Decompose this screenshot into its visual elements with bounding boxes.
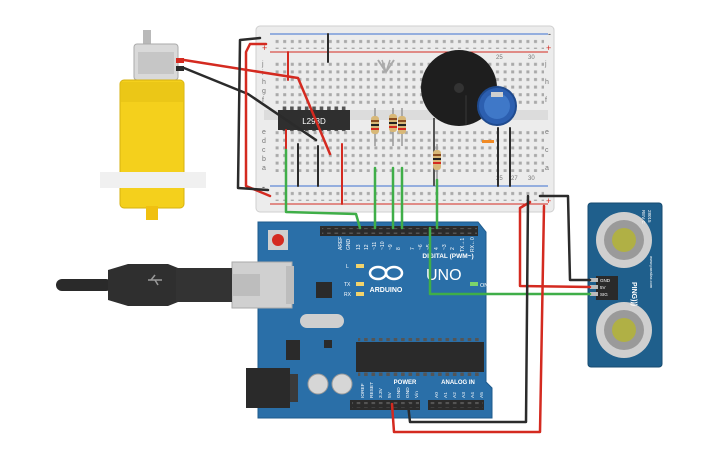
arduino-logo-text: ARDUINO xyxy=(370,287,403,294)
row-letter: a xyxy=(262,165,266,172)
row-letter: g xyxy=(262,88,266,95)
row-letter: e xyxy=(262,129,266,136)
pin-label: A4 xyxy=(470,392,476,398)
jumper-orange xyxy=(482,140,494,143)
pin-label: ~10 xyxy=(380,241,386,250)
pin-label: A1 xyxy=(443,392,449,398)
pin-label: RX←0 xyxy=(470,237,476,252)
wire-red xyxy=(390,204,546,434)
power-pin-labels: IOREF RESET 3.3V 5V GND GND Vin xyxy=(360,382,420,398)
led-label-tx: TX xyxy=(344,282,351,288)
pin-label: RESET xyxy=(369,382,375,398)
row-letter: b xyxy=(262,156,266,163)
on-led-label: ON xyxy=(480,283,488,289)
row-letter: e xyxy=(545,129,549,136)
wire-red xyxy=(518,200,592,289)
resistor xyxy=(398,108,406,146)
row-letter: j xyxy=(544,61,547,68)
row-letter: d xyxy=(262,138,266,145)
pin-label: A2 xyxy=(452,392,458,398)
pin-label: GND xyxy=(405,387,411,398)
col-number: 30 xyxy=(528,176,535,182)
pin-label: A3 xyxy=(461,392,467,398)
analog-label: ANALOG IN xyxy=(441,380,475,386)
row-letter: a xyxy=(545,165,549,172)
potentiometer xyxy=(477,86,517,126)
sensor-brand: PING))) xyxy=(630,282,637,306)
rail-plus-right: + xyxy=(546,43,551,53)
sensor-rev: REV C xyxy=(641,210,646,225)
l293d-chip: L293D xyxy=(278,106,350,134)
pin-label: ~9 xyxy=(388,244,394,250)
wires xyxy=(182,33,592,434)
sensor-pin-gnd: GND xyxy=(600,278,611,283)
row-letter: h xyxy=(545,79,549,86)
row-letter: c xyxy=(262,147,266,154)
pin-label: 5V xyxy=(387,391,393,398)
wire-red xyxy=(182,58,332,156)
pin-label: Vin xyxy=(414,391,420,398)
pin-label: A5 xyxy=(479,392,485,398)
led-label-rx: RX xyxy=(344,292,352,298)
rail-minus-top: - xyxy=(548,29,551,39)
sensor-labels: PING))) GND 5V SIG www.parallax.com 2801… xyxy=(600,210,654,306)
power-label: POWER xyxy=(394,380,417,386)
pin-label: 4 xyxy=(434,247,440,250)
col-number: 25 xyxy=(496,55,503,61)
arduino-uno xyxy=(231,221,493,419)
arduino-model: UNO xyxy=(426,267,462,284)
resistor xyxy=(389,108,397,146)
pin-label: 13 xyxy=(356,244,362,250)
wire-black xyxy=(538,194,592,282)
wire-black xyxy=(182,66,318,142)
pin-label: 12 xyxy=(364,244,370,250)
rail-plus-bottom: + xyxy=(546,196,551,206)
row-letter: j xyxy=(261,61,264,68)
rail-minus-bottom: - xyxy=(262,182,265,192)
wire-black xyxy=(406,194,530,424)
pin-label: A0 xyxy=(434,392,440,398)
digital-label: DIGITAL (PWM~) xyxy=(422,253,473,260)
pin-label: ~3 xyxy=(442,244,448,250)
row-letter: c xyxy=(545,147,549,154)
pin-label: AREF xyxy=(338,237,344,250)
rgb-led xyxy=(377,59,395,75)
ultrasonic-sensor xyxy=(587,202,663,368)
rail-plus-top: + xyxy=(262,43,267,53)
row-letter: h xyxy=(262,79,266,86)
wire-green xyxy=(428,226,592,296)
pin-label: IOREF xyxy=(360,383,366,398)
chip-label: L293D xyxy=(302,117,326,126)
pin-label: GND xyxy=(396,387,402,398)
col-number: 27 xyxy=(511,176,518,182)
dc-gear-motor xyxy=(100,30,206,220)
row-letter: f xyxy=(262,97,264,104)
pin-label: 2 xyxy=(450,247,456,250)
sensor-website: www.parallax.com xyxy=(649,256,654,289)
usb-cable xyxy=(56,264,260,306)
wire-green xyxy=(284,148,362,230)
sensor-pin-5v: 5V xyxy=(600,285,606,290)
pin-label: 8 xyxy=(396,247,402,250)
led-label-l: L xyxy=(346,264,349,270)
resistor xyxy=(371,108,379,146)
breadboard-labels: + - + + - j i h g f e d c b a j h f e c … xyxy=(261,29,551,206)
wire-black xyxy=(236,36,270,192)
usb-icon xyxy=(148,274,162,286)
arduino-labels: ARDUINO UNO DIGITAL (PWM~) POWER ANALOG … xyxy=(344,253,488,386)
col-number: 25 xyxy=(496,176,503,182)
pin-label: GND xyxy=(346,239,352,251)
pin-label: TX→1 xyxy=(460,238,466,252)
analog-pin-labels: A0 A1 A2 A3 A4 A5 xyxy=(434,392,485,398)
sensor-pin-sig: SIG xyxy=(600,292,608,297)
pin-label: ~11 xyxy=(372,242,378,250)
row-letter: f xyxy=(545,97,547,104)
pin-label: 7 xyxy=(410,247,416,250)
resistor xyxy=(433,144,441,180)
pin-label: 3.3V xyxy=(378,387,384,398)
col-number: 30 xyxy=(528,55,535,61)
sensor-model-code: 28015 xyxy=(647,210,652,223)
pin-label: ~6 xyxy=(418,244,424,250)
